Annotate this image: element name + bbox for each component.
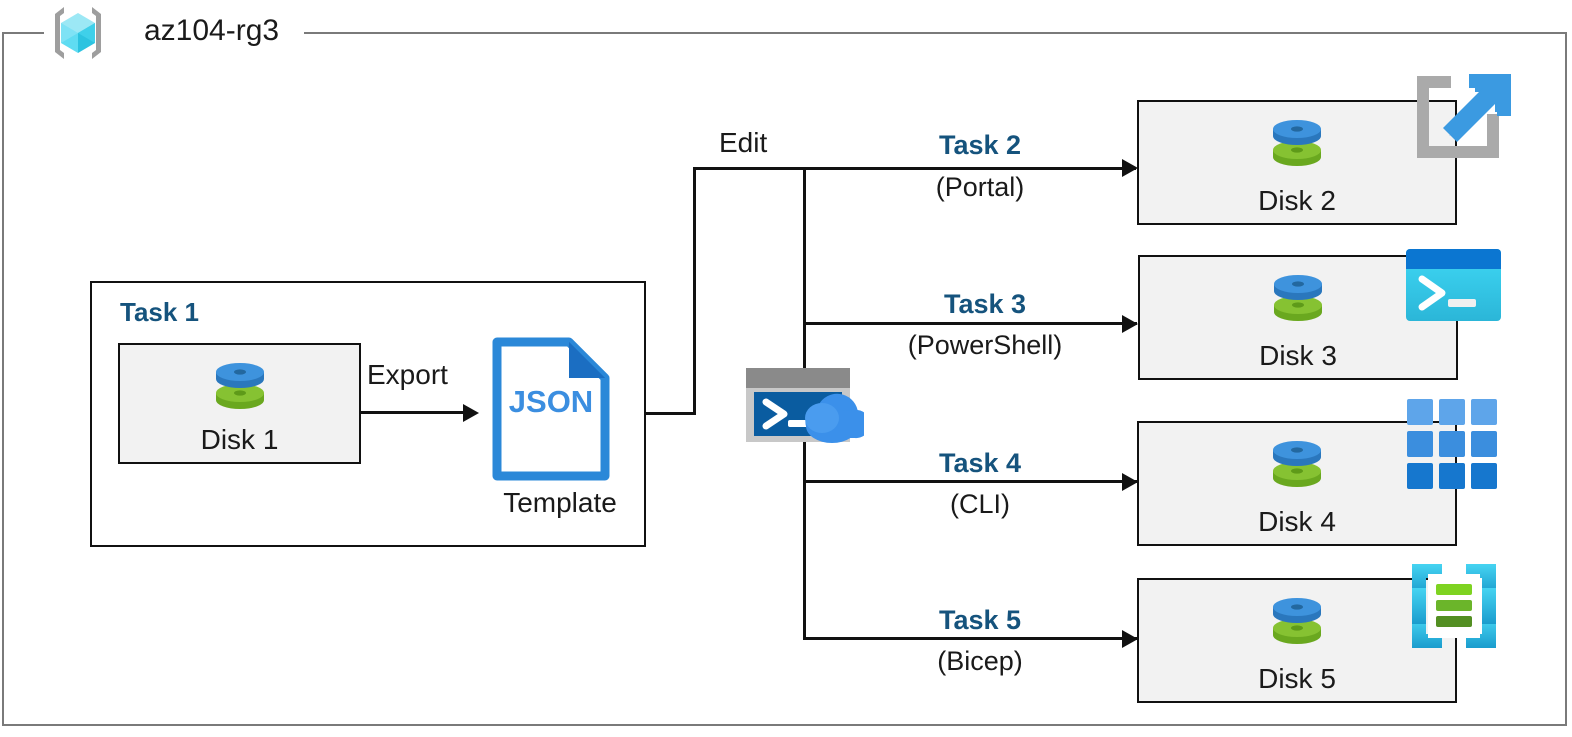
disk2-label: Disk 2 bbox=[1258, 185, 1336, 216]
disk5-label: Disk 5 bbox=[1258, 663, 1336, 694]
json-file-label: JSON bbox=[508, 384, 594, 419]
disk3-box: Disk 3 bbox=[1138, 255, 1458, 380]
edit-line-riser bbox=[693, 167, 696, 415]
task3-tool-label: (PowerShell) bbox=[907, 330, 1063, 360]
powershell-icon bbox=[1406, 249, 1501, 321]
disk5-box: Disk 5 bbox=[1137, 578, 1457, 703]
disk4-label: Disk 4 bbox=[1258, 506, 1336, 537]
edit-line-stub bbox=[644, 412, 696, 415]
disk2-box: Disk 2 bbox=[1137, 100, 1457, 225]
task5-arrow-line bbox=[803, 637, 1137, 640]
edit-label: Edit bbox=[719, 127, 768, 158]
disk1-box: Disk 1 bbox=[118, 343, 361, 464]
managed-disk-icon bbox=[1267, 265, 1329, 327]
export-arrowhead bbox=[463, 404, 479, 422]
resource-group-cube-icon bbox=[48, 4, 108, 62]
managed-disk-icon bbox=[1266, 431, 1328, 493]
disk4-box: Disk 4 bbox=[1137, 421, 1457, 546]
task2-arrowhead bbox=[1122, 159, 1138, 177]
json-file-icon bbox=[491, 336, 611, 482]
task2-tool-label: (Portal) bbox=[935, 172, 1025, 202]
managed-disk-icon bbox=[1266, 588, 1328, 650]
task3-label: Task 3 bbox=[943, 289, 1027, 319]
task3-arrow-line bbox=[803, 322, 1137, 325]
managed-disk-icon bbox=[209, 353, 271, 415]
task1-title: Task 1 bbox=[120, 297, 200, 327]
bicep-icon bbox=[1408, 560, 1500, 652]
task2-label: Task 2 bbox=[938, 130, 1022, 160]
task4-arrow-line bbox=[803, 480, 1137, 483]
task4-label: Task 4 bbox=[938, 448, 1022, 478]
cloud-shell-icon bbox=[744, 366, 871, 444]
task5-label: Task 5 bbox=[938, 605, 1022, 635]
task5-tool-label: (Bicep) bbox=[937, 646, 1023, 676]
edit-line-top-run bbox=[693, 167, 1136, 170]
template-caption: Template bbox=[503, 487, 617, 518]
resource-group-name: az104-rg3 bbox=[144, 14, 280, 47]
azure-cli-grid-icon bbox=[1407, 399, 1497, 489]
task5-arrowhead bbox=[1122, 630, 1138, 648]
task3-arrowhead bbox=[1122, 315, 1138, 333]
disk3-label: Disk 3 bbox=[1259, 340, 1337, 371]
managed-disk-icon bbox=[1266, 110, 1328, 172]
resource-group-frame bbox=[2, 32, 1567, 726]
export-arrow-line bbox=[361, 411, 465, 414]
task4-tool-label: (CLI) bbox=[950, 489, 1010, 519]
export-label: Export bbox=[367, 359, 448, 390]
azure-portal-icon bbox=[1405, 62, 1515, 172]
disk1-label: Disk 1 bbox=[200, 424, 279, 455]
task4-arrowhead bbox=[1122, 473, 1138, 491]
